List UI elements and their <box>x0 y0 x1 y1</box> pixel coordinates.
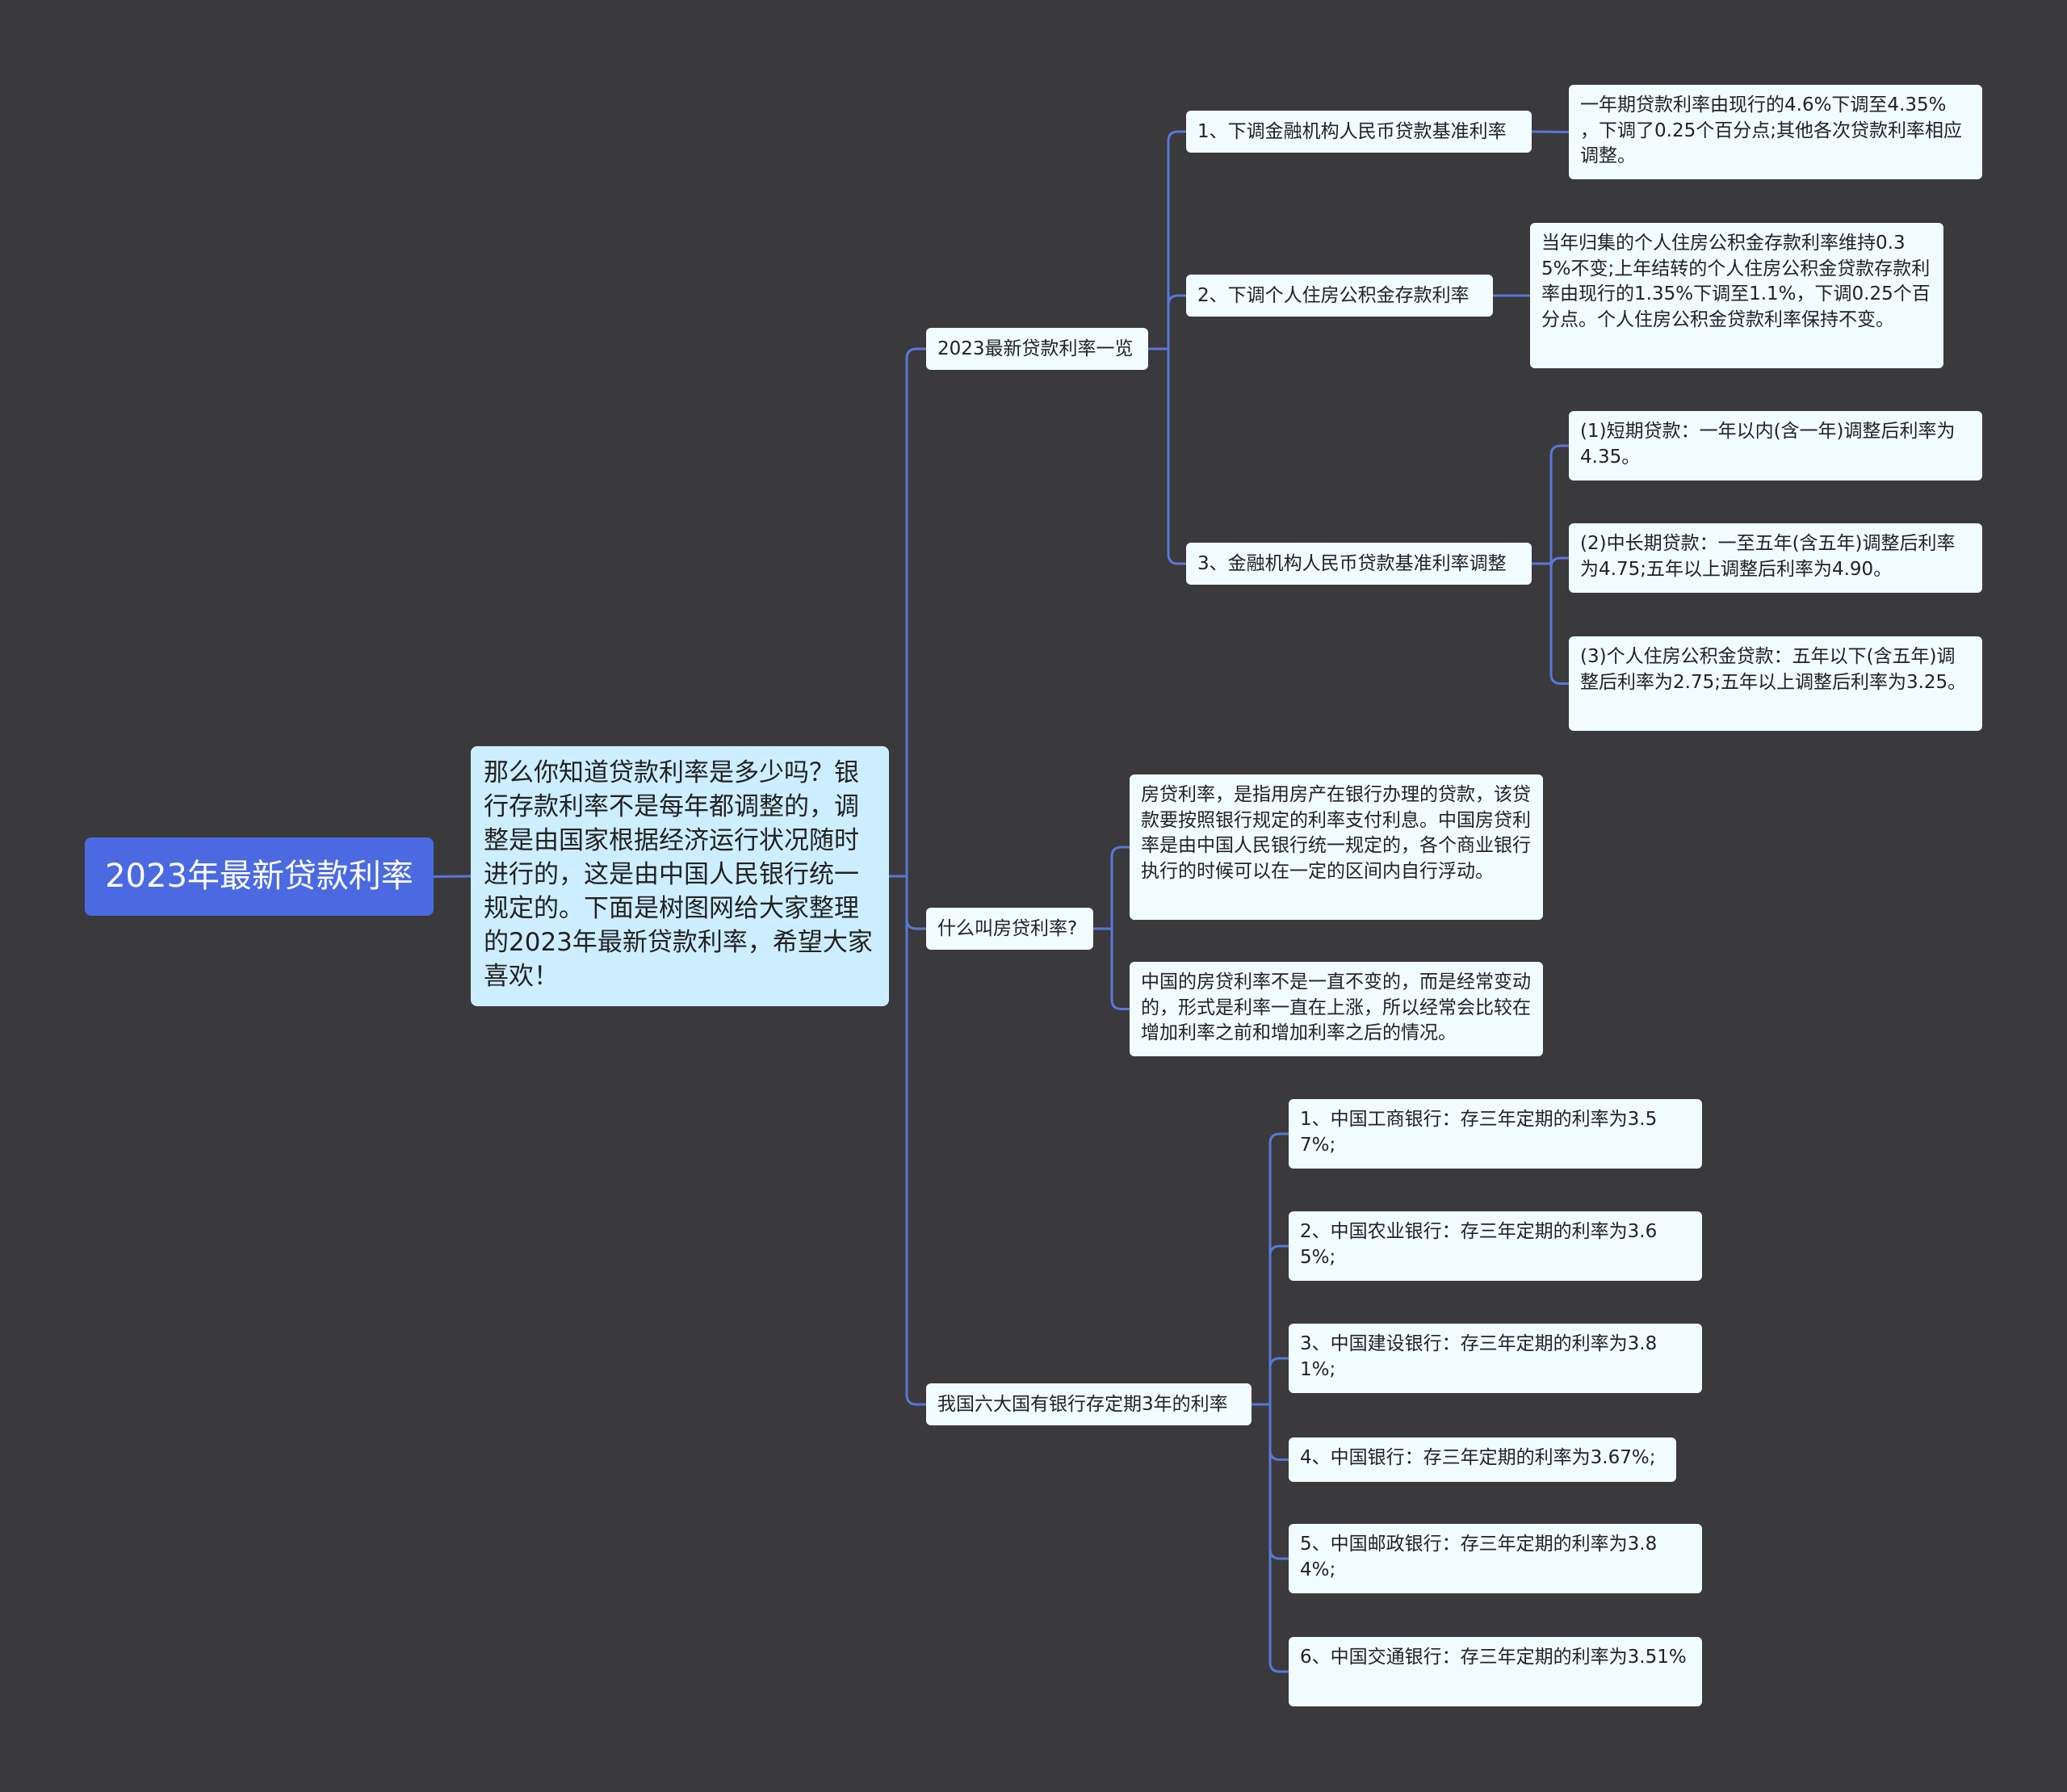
leaf-bocom-rate[interactable]: 6、中国交通银行：存三年定期的利率为3.51% <box>1289 1637 1702 1706</box>
connector-intro-node <box>433 875 472 878</box>
connector-sub-branch-benchmark-adjust <box>1148 347 1186 565</box>
leaf-mortgage-definition[interactable]: 房贷利率，是指用房产在银行办理的贷款，该贷款要按照银行规定的利率支付利息。中国房… <box>1130 774 1543 920</box>
leaf-icbc-rate[interactable]: 1、中国工商银行：存三年定期的利率为3.57%; <box>1289 1099 1702 1169</box>
connector-branch-six-banks-3yr-rates <box>889 875 926 1406</box>
connector-leaf-icbc-rate <box>1252 1132 1289 1406</box>
leaf-fund-deposit-rate[interactable]: 当年归集的个人住房公积金存款利率维持0.35%不变;上年结转的个人住房公积金贷款… <box>1530 223 1943 368</box>
sub-branch-benchmark-cut[interactable]: 1、下调金融机构人民币贷款基准利率 <box>1186 111 1532 153</box>
leaf-short-term-loan[interactable]: (1)短期贷款：一年以内(含一年)调整后利率为4.35。 <box>1569 411 1982 481</box>
leaf-boc-rate[interactable]: 4、中国银行：存三年定期的利率为3.67%; <box>1289 1437 1676 1482</box>
leaf-one-year-rate[interactable]: 一年期贷款利率由现行的4.6%下调至4.35% ，下调了0.25个百分点;其他各… <box>1569 85 1982 179</box>
connector-branch-loan-rates-2023 <box>889 347 926 878</box>
leaf-housing-fund-loan[interactable]: (3)个人住房公积金贷款：五年以下(含五年)调整后利率为2.75;五年以上调整后… <box>1569 636 1982 731</box>
branch-what-is-mortgage-rate[interactable]: 什么叫房贷利率? <box>926 908 1093 950</box>
branch-six-banks-3yr-rates[interactable]: 我国六大国有银行存定期3年的利率 <box>926 1383 1252 1425</box>
connector-leaf-abc-rate <box>1252 1244 1289 1406</box>
connector-leaf-mortgage-definition <box>1093 846 1130 930</box>
connector-leaf-ccb-rate <box>1252 1357 1289 1406</box>
connector-leaf-short-term-loan <box>1532 444 1569 565</box>
branch-loan-rates-2023[interactable]: 2023最新贷款利率一览 <box>926 328 1148 370</box>
leaf-mortgage-changes[interactable]: 中国的房贷利率不是一直不变的，而是经常变动的，形式是利率一直在上涨，所以经常会比… <box>1130 962 1543 1056</box>
leaf-abc-rate[interactable]: 2、中国农业银行：存三年定期的利率为3.65%; <box>1289 1211 1702 1281</box>
leaf-postal-rate[interactable]: 5、中国邮政银行：存三年定期的利率为3.84%; <box>1289 1524 1702 1593</box>
connector-leaf-mortgage-changes <box>1093 927 1130 1010</box>
sub-branch-benchmark-adjust[interactable]: 3、金融机构人民币贷款基准利率调整 <box>1186 543 1532 585</box>
sub-branch-fund-deposit-cut[interactable]: 2、下调个人住房公积金存款利率 <box>1186 275 1493 317</box>
connector-leaf-bocom-rate <box>1252 1403 1289 1673</box>
connector-leaf-housing-fund-loan <box>1532 562 1569 685</box>
connector-sub-branch-benchmark-cut <box>1148 130 1186 350</box>
root-node[interactable]: 2023年最新贷款利率 <box>85 837 434 916</box>
leaf-ccb-rate[interactable]: 3、中国建设银行：存三年定期的利率为3.81%; <box>1289 1324 1702 1393</box>
intro-node[interactable]: 那么你知道贷款利率是多少吗？银行存款利率不是每年都调整的，调整是由国家根据经济运… <box>471 746 889 1006</box>
connector-sub-branch-fund-deposit-cut <box>1148 294 1186 350</box>
leaf-medium-long-loan[interactable]: (2)中长期贷款：一至五年(含五年)调整后利率为4.75;五年以上调整后利率为4… <box>1569 523 1982 593</box>
